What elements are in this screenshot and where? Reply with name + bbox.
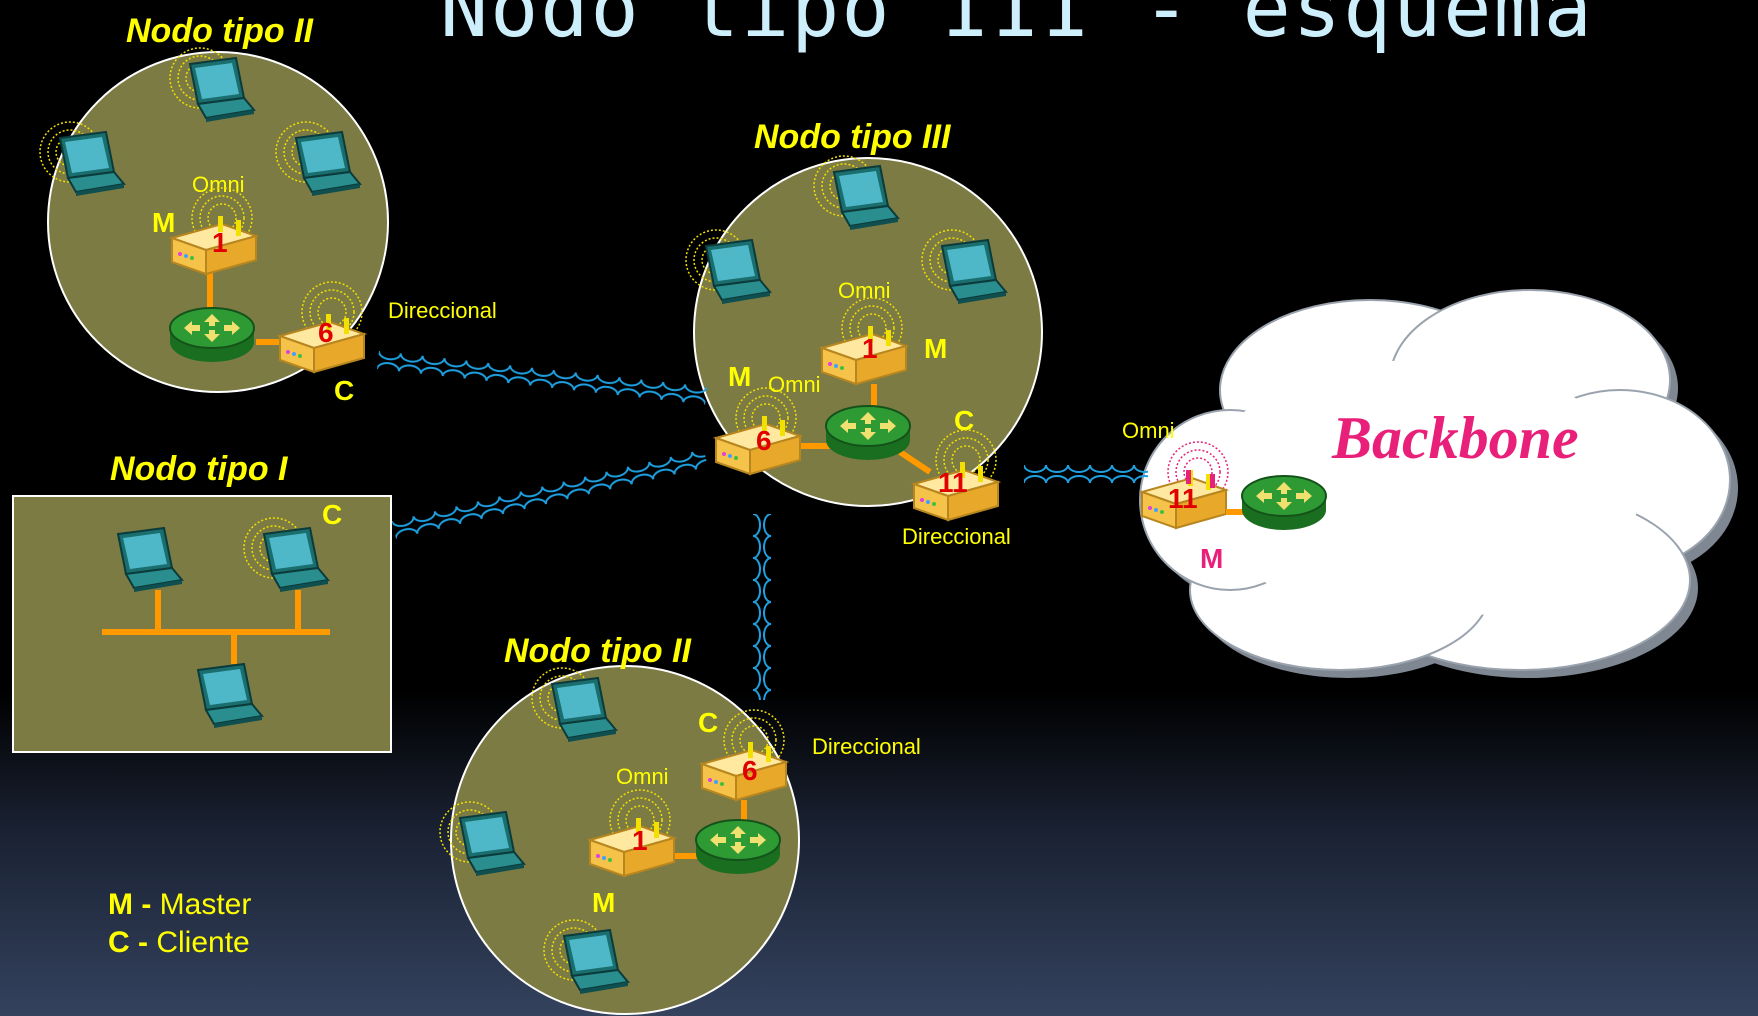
channel-label: 11 [938, 467, 968, 498]
legend-m-key: M - [108, 888, 152, 921]
router-icon [1241, 475, 1327, 531]
role-label: M [1200, 543, 1223, 574]
node-tipo2-bottom-title: Nodo tipo II [504, 632, 693, 670]
channel-label: 1 [632, 825, 648, 856]
node-tipo3-title: Nodo tipo III [754, 118, 952, 156]
channel-label: 6 [318, 317, 334, 348]
legend-m-value: Master [151, 888, 252, 921]
wireless-link-tipo2-tipo3 [377, 351, 708, 405]
node-tipo2-top-title: Nodo tipo II [126, 12, 315, 50]
legend-c-value: Cliente [148, 926, 250, 959]
omni-label: Omni [768, 372, 821, 397]
directional-label: Direccional [388, 298, 497, 323]
node-tipo2-top: Nodo tipo II Omni 1 M 6 Direccional C [39, 12, 497, 406]
directional-label: Direccional [812, 734, 921, 759]
node-tipo3: Nodo tipo III Omni 1 M M Omni 6 C 11 [685, 118, 1043, 549]
wireless-link-tipo3-backbone [1024, 465, 1148, 483]
channel-label: 6 [756, 425, 772, 456]
channel-label: 11 [1168, 483, 1198, 514]
legend-c-key: C - [108, 926, 148, 959]
channel-label: 6 [742, 755, 758, 786]
wireless-link-tipo1-tipo3 [391, 449, 708, 539]
router-icon [695, 819, 781, 875]
role-label: M [152, 207, 175, 238]
backbone-cloud: Backbone Omni 11 M [1122, 289, 1738, 678]
channel-label: 1 [212, 227, 228, 258]
backbone-label: Backbone [1331, 405, 1579, 471]
role-label: C [322, 499, 342, 530]
wireless-link-tipo3-tipo2-bottom [753, 514, 771, 700]
channel-label: 1 [862, 333, 878, 364]
legend: M - Master C - Cliente [108, 886, 251, 962]
role-label: M [728, 361, 751, 392]
slide-title: Nodo tipo III - esquema [440, 0, 1594, 55]
router-icon [825, 405, 911, 461]
role-label: C [698, 707, 718, 738]
legend-master: M - Master [108, 886, 251, 924]
role-label: C [954, 405, 974, 436]
omni-label: Omni [1122, 418, 1175, 443]
role-label: M [924, 333, 947, 364]
omni-label: Omni [192, 172, 245, 197]
router-icon [169, 307, 255, 363]
node-tipo2-bottom: Nodo tipo II C 6 Direccional Omni 1 M [439, 632, 921, 1015]
directional-label: Direccional [902, 524, 1011, 549]
omni-label: Omni [616, 764, 669, 789]
node-tipo1-title: Nodo tipo I [110, 450, 289, 488]
legend-client: C - Cliente [108, 924, 251, 962]
role-label: C [334, 375, 354, 406]
node-tipo1: Nodo tipo I C [12, 450, 392, 753]
role-label: M [592, 887, 615, 918]
